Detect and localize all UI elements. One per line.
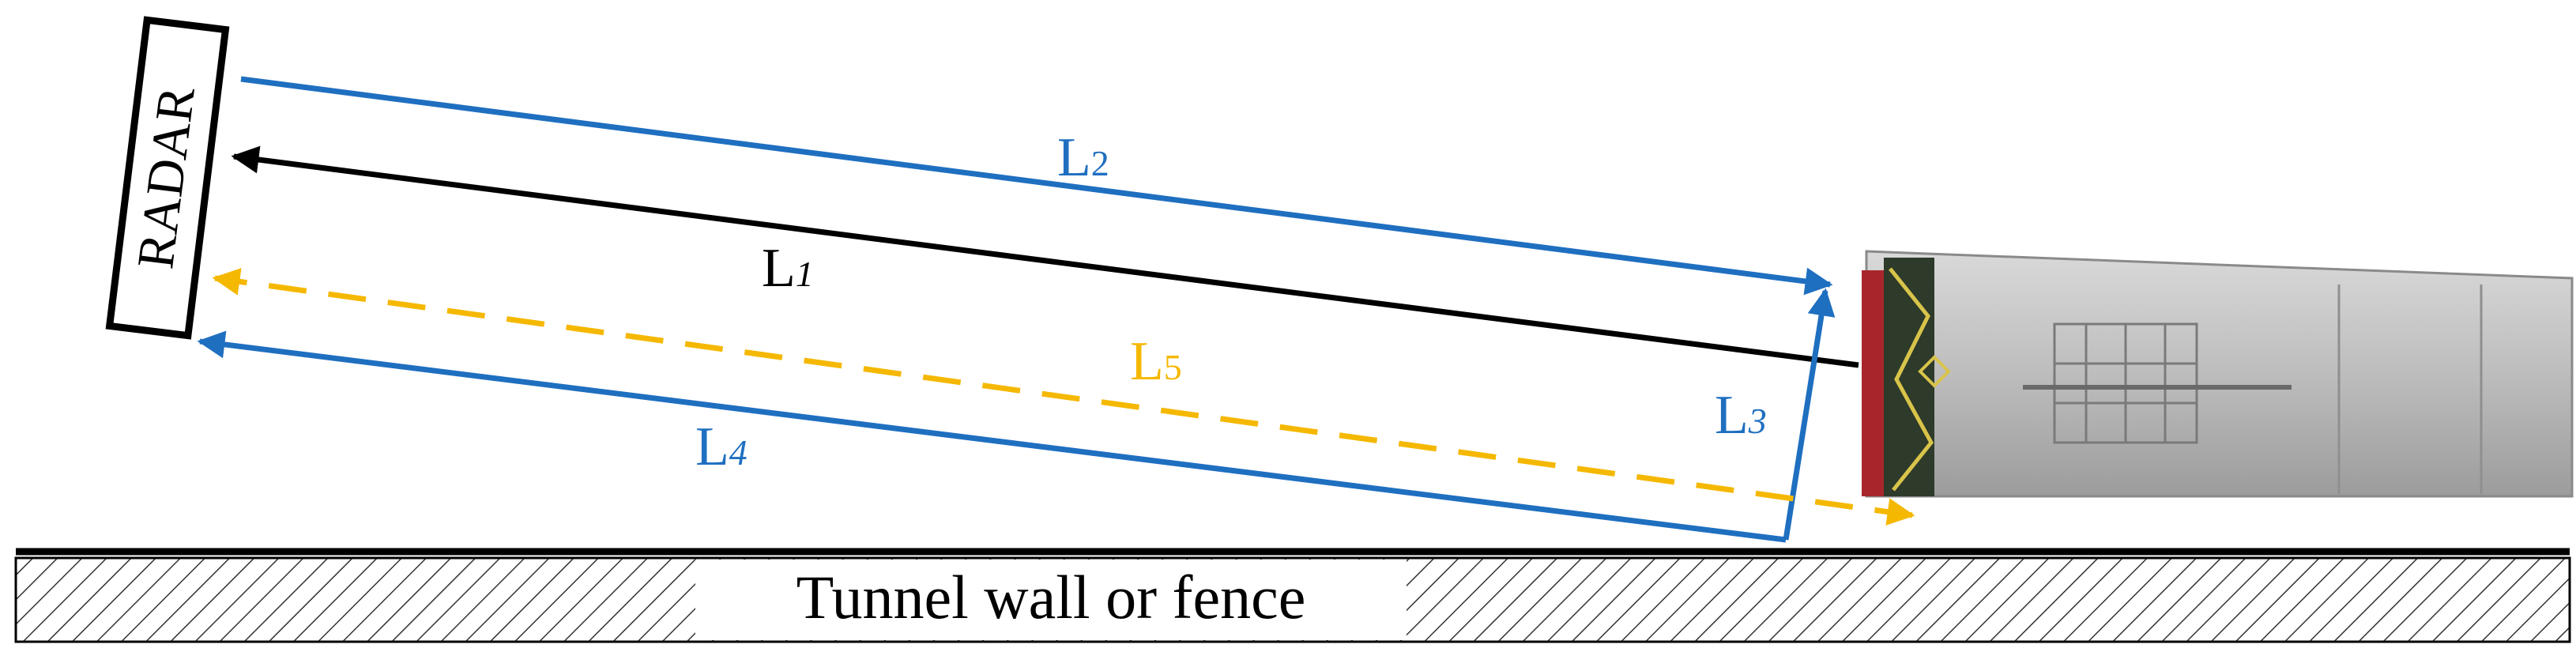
path-l2 [240, 76, 1833, 296]
train-body [1865, 250, 2574, 498]
train-front-red [1862, 270, 1884, 496]
path-l5 [212, 268, 1915, 526]
path-l1 [231, 145, 1859, 368]
label-l3: L3 [1715, 385, 1767, 446]
radar-box [105, 16, 230, 340]
label-l2: L2 [1057, 127, 1109, 188]
train-emblem [1918, 355, 1951, 388]
path-l4 [197, 330, 1787, 543]
label-l1: L1 [762, 238, 814, 299]
wall-label-box [695, 560, 1407, 640]
wall-label: Tunnel wall or fence [797, 563, 1306, 631]
label-l5: L5 [1130, 331, 1182, 392]
train-icon [1862, 250, 2574, 498]
train-front-trim [1889, 267, 1934, 492]
tunnel-wall: Tunnel wall or fence [14, 548, 2571, 643]
label-l4: L4 [695, 416, 748, 477]
radar: RADAR [105, 16, 230, 340]
